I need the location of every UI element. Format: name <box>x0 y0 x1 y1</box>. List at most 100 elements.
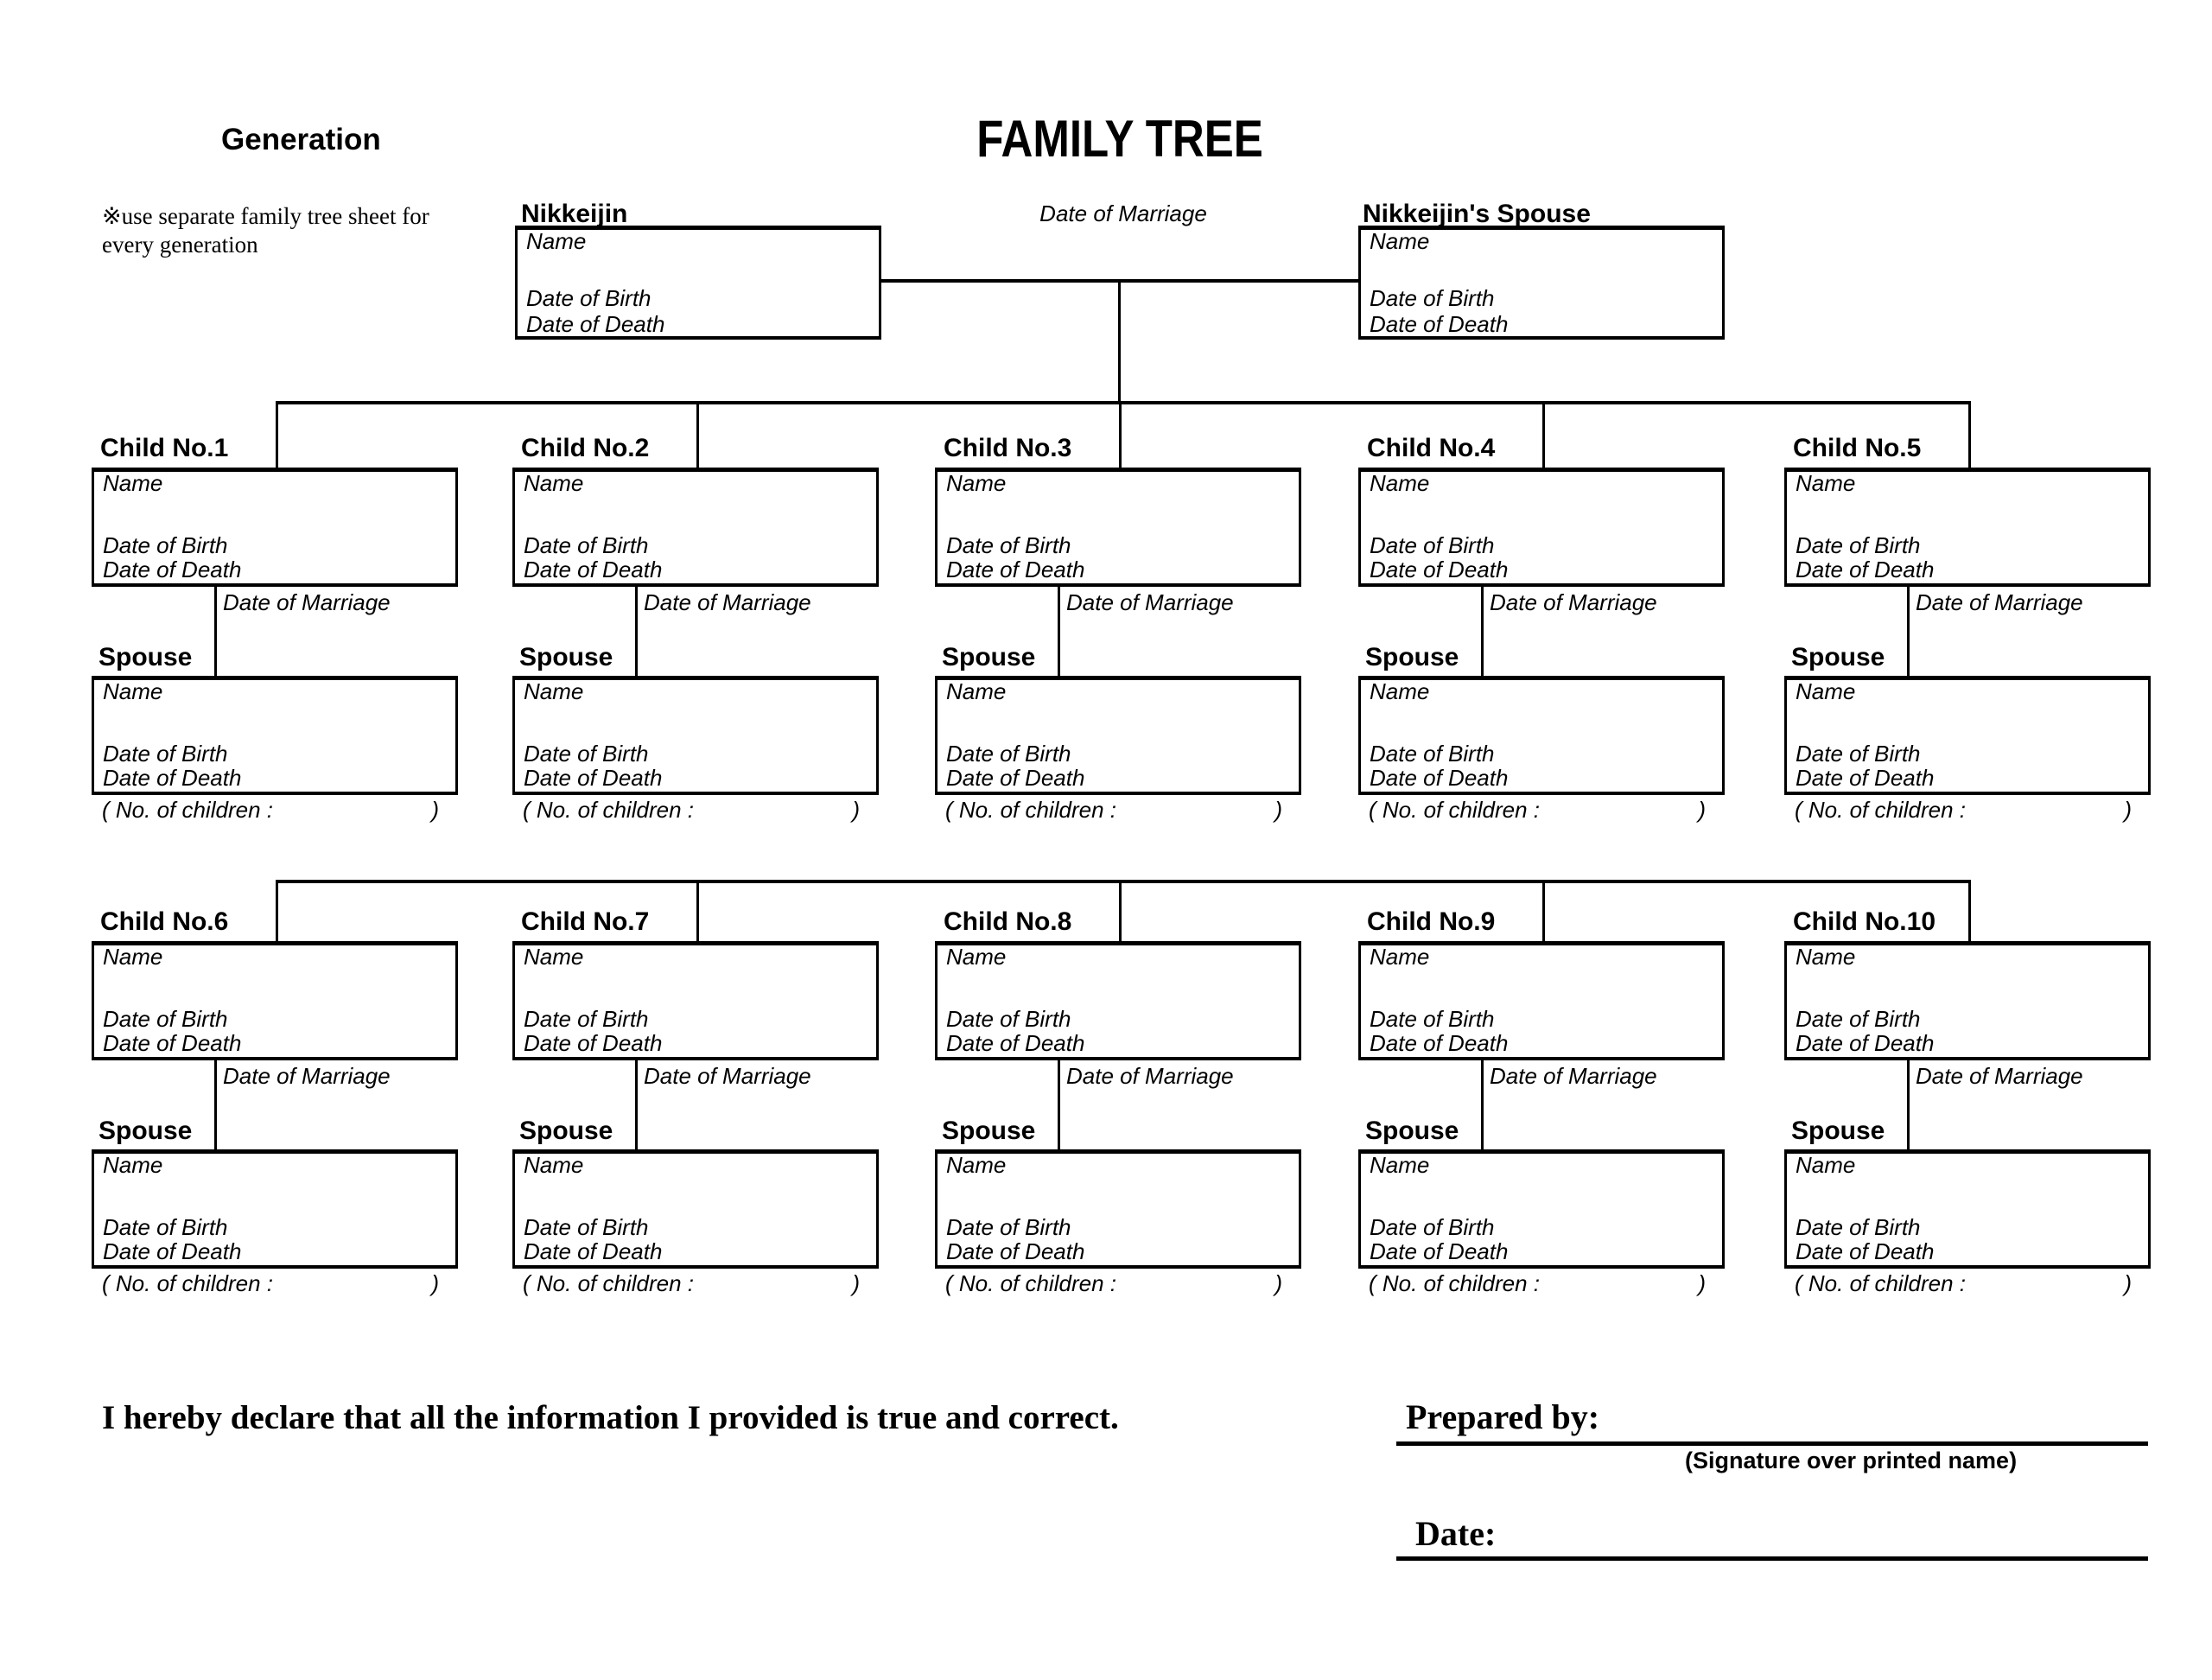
child-unit-6: Child No.6 Name Date of Birth Date of De… <box>92 909 458 1315</box>
child-label: Child No.5 <box>1793 434 1922 462</box>
child-label: Child No.1 <box>100 434 229 462</box>
spouse-section-label: Spouse <box>99 643 193 671</box>
usage-note-line-1: ※use separate family tree sheet for <box>102 203 429 229</box>
children-count-close: ) <box>1274 1270 1282 1296</box>
children-count-row: ( No. of children : ) <box>102 799 439 821</box>
children-count-open: ( No. of children : <box>945 1270 1116 1296</box>
children-count-row: ( No. of children : ) <box>1369 799 1706 821</box>
date-of-death-field-label: Date of Death <box>1796 1238 1935 1264</box>
date-of-birth-field-label: Date of Birth <box>946 1006 1071 1032</box>
name-field-label: Name <box>1796 944 1856 970</box>
spouse-info-box: Name Date of Birth Date of Death <box>92 676 458 795</box>
child-unit-1: Child No.1 Name Date of Birth Date of De… <box>92 436 458 842</box>
child-unit-8: Child No.8 Name Date of Birth Date of De… <box>935 909 1301 1315</box>
marriage-connector-line <box>1481 1060 1484 1151</box>
children-count-row: ( No. of children : ) <box>1795 799 2132 821</box>
child-info-box: Name Date of Birth Date of Death <box>92 468 458 587</box>
child-info-box: Name Date of Birth Date of Death <box>512 468 879 587</box>
child-label: Child No.10 <box>1793 907 1936 936</box>
name-field-label: Name <box>946 470 1007 496</box>
date-of-death-field-label: Date of Death <box>1370 765 1509 791</box>
date-of-birth-field-label: Date of Birth <box>103 532 228 558</box>
name-field-label: Name <box>103 1152 163 1178</box>
child-label: Child No.9 <box>1367 907 1496 936</box>
child-unit-10: Child No.10 Name Date of Birth Date of D… <box>1784 909 2151 1315</box>
signature-line <box>1396 1441 2148 1446</box>
name-field-label: Name <box>526 228 587 254</box>
child-label: Child No.4 <box>1367 434 1496 462</box>
date-of-death-field-label: Date of Death <box>946 765 1085 791</box>
date-of-birth-field-label: Date of Birth <box>103 1214 228 1240</box>
date-of-birth-field-label: Date of Birth <box>524 1006 649 1032</box>
child-label: Child No.3 <box>944 434 1072 462</box>
date-of-marriage-label: Date of Marriage <box>1916 1063 2083 1089</box>
child-drop-line-7 <box>696 880 699 943</box>
children-count-open: ( No. of children : <box>102 797 273 823</box>
date-of-birth-field-label: Date of Birth <box>524 532 649 558</box>
date-of-death-field-label: Date of Death <box>103 765 242 791</box>
marriage-connector-line <box>214 1060 217 1151</box>
date-label: Date: <box>1415 1514 1497 1553</box>
date-of-birth-field-label: Date of Birth <box>103 741 228 767</box>
children-count-open: ( No. of children : <box>523 1270 694 1296</box>
date-of-birth-field-label: Date of Birth <box>1370 741 1495 767</box>
signature-caption: (Signature over printed name) <box>1685 1448 2018 1473</box>
date-line <box>1396 1556 2148 1561</box>
marriage-connector-line <box>635 587 638 678</box>
prepared-by-label: Prepared by: <box>1406 1397 1600 1436</box>
child-unit-7: Child No.7 Name Date of Birth Date of De… <box>512 909 879 1315</box>
child-drop-line-3 <box>1119 401 1122 469</box>
children-count-close: ) <box>1274 797 1282 823</box>
children-count-close: ) <box>431 797 439 823</box>
spouse-section-label: Spouse <box>99 1117 193 1145</box>
name-field-label: Name <box>524 470 584 496</box>
children-count-close: ) <box>852 797 860 823</box>
child-unit-9: Child No.9 Name Date of Birth Date of De… <box>1358 909 1725 1315</box>
date-of-birth-field-label: Date of Birth <box>526 285 652 311</box>
name-field-label: Name <box>946 678 1007 704</box>
name-field-label: Name <box>1370 1152 1430 1178</box>
children-count-open: ( No. of children : <box>1795 1270 1966 1296</box>
children-count-row: ( No. of children : ) <box>1795 1272 2132 1295</box>
name-field-label: Name <box>1370 678 1430 704</box>
nikkeijin-spouse-label: Nikkeijin's Spouse <box>1363 200 1591 228</box>
date-of-marriage-label: Date of Marriage <box>1490 589 1657 615</box>
children-count-row: ( No. of children : ) <box>1369 1272 1706 1295</box>
children-count-row: ( No. of children : ) <box>102 1272 439 1295</box>
spouse-section-label: Spouse <box>519 643 613 671</box>
usage-note: ※use separate family tree sheet for ever… <box>102 202 429 259</box>
date-of-birth-field-label: Date of Birth <box>1370 532 1495 558</box>
name-field-label: Name <box>524 678 584 704</box>
date-of-marriage-label: Date of Marriage <box>223 1063 391 1089</box>
spouse-info-box: Name Date of Birth Date of Death <box>1784 1149 2151 1269</box>
date-of-marriage-label: Date of Marriage <box>1916 589 2083 615</box>
marriage-connector-line <box>635 1060 638 1151</box>
spouse-section-label: Spouse <box>1365 1117 1459 1145</box>
date-of-marriage-label: Date of Marriage <box>223 589 391 615</box>
nikkeijin-label: Nikkeijin <box>521 200 628 228</box>
date-of-marriage-label: Date of Marriage <box>1066 1063 1234 1089</box>
date-of-birth-field-label: Date of Birth <box>1796 1006 1921 1032</box>
children-count-row: ( No. of children : ) <box>523 799 860 821</box>
spouse-section-label: Spouse <box>942 1117 1036 1145</box>
nikkeijin-spouse-info-box: Name Date of Birth Date of Death <box>1358 226 1725 340</box>
sibling-rail-row1 <box>276 401 1971 404</box>
child-unit-2: Child No.2 Name Date of Birth Date of De… <box>512 436 879 842</box>
children-count-row: ( No. of children : ) <box>523 1272 860 1295</box>
child-unit-3: Child No.3 Name Date of Birth Date of De… <box>935 436 1301 842</box>
name-field-label: Name <box>103 944 163 970</box>
date-of-death-field-label: Date of Death <box>103 1030 242 1056</box>
date-of-death-field-label: Date of Death <box>1796 557 1935 582</box>
children-count-open: ( No. of children : <box>1369 1270 1540 1296</box>
date-of-birth-field-label: Date of Birth <box>1796 741 1921 767</box>
date-of-death-field-label: Date of Death <box>946 557 1085 582</box>
declaration-text: I hereby declare that all the informatio… <box>102 1399 1119 1436</box>
date-of-marriage-label: Date of Marriage <box>644 1063 811 1089</box>
date-of-death-field-label: Date of Death <box>524 765 663 791</box>
child-info-box: Name Date of Birth Date of Death <box>935 468 1301 587</box>
date-of-death-field-label: Date of Death <box>103 557 242 582</box>
child-unit-4: Child No.4 Name Date of Birth Date of De… <box>1358 436 1725 842</box>
date-of-death-field-label: Date of Death <box>946 1238 1085 1264</box>
spouse-info-box: Name Date of Birth Date of Death <box>1358 676 1725 795</box>
